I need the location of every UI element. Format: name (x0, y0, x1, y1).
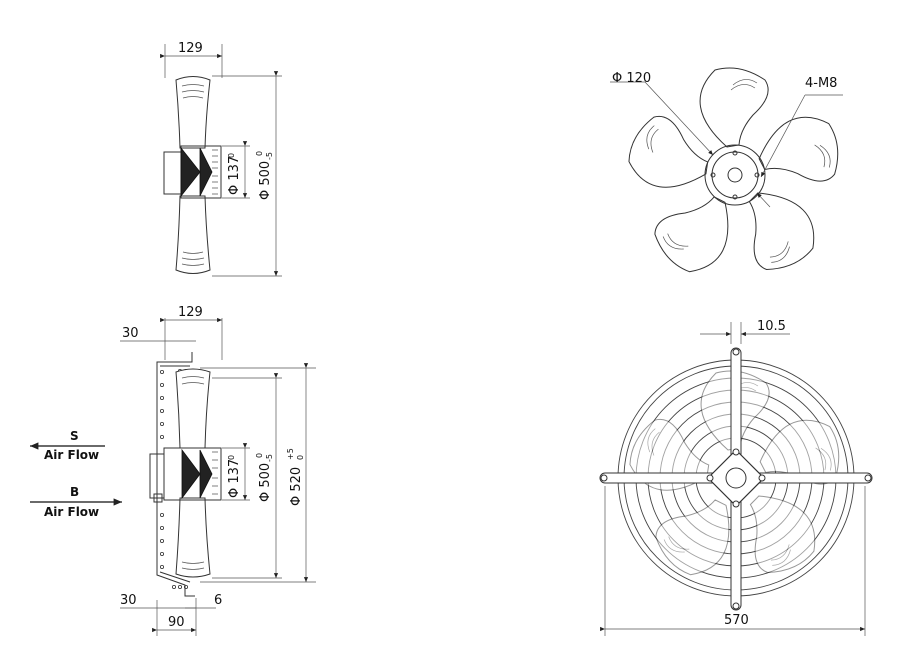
side-view-bottom (120, 317, 316, 636)
hub-shade-left (180, 146, 201, 198)
motor-cap (163, 151, 183, 195)
hub-outer (704, 144, 766, 206)
airflow-indicators (30, 442, 122, 506)
dim-slot: 10.5 (757, 319, 786, 334)
side-view-top (160, 44, 282, 277)
dim-bolt-circle: Φ 120 (612, 71, 651, 86)
dim-guard-tol-up: +5 (286, 448, 295, 460)
dim-lip: 6 (214, 593, 222, 608)
guard-frame (156, 352, 195, 597)
dim-width-bottom: 129 (178, 305, 203, 320)
dim-guard: Φ 520 (289, 467, 304, 506)
airflow-s-letter: S (70, 429, 79, 443)
dim-width-top: 129 (178, 41, 203, 56)
dim-guard-width: 570 (724, 613, 749, 628)
upper-blade (175, 76, 211, 149)
dim-guard-tol-dn: 0 (296, 455, 305, 460)
dim-blade-top: Φ 500 (258, 161, 273, 200)
dim-blade-tol-up-top: 0 (255, 151, 264, 156)
dim-hub-tol-bottom: 0 (227, 455, 236, 460)
dim-flange: 90 (168, 615, 185, 630)
airflow-s-label: Air Flow (44, 448, 99, 462)
dim-hub-bottom: Φ 137 (227, 459, 242, 498)
dim-bolts: 4-M8 (805, 76, 837, 91)
airflow-b-label: Air Flow (44, 505, 99, 519)
shaft (727, 167, 743, 183)
dim-offset-bottom: 30 (120, 593, 137, 608)
airflow-b-letter: B (70, 485, 79, 499)
dim-blade-bottom: Φ 500 (258, 463, 273, 502)
dim-blade-tol-dn-top: -5 (265, 152, 274, 160)
front-view-guard (599, 322, 873, 636)
lower-blade (175, 195, 211, 274)
dim-hub-tol-top: 0 (227, 153, 236, 158)
dim-hub-top: Φ 137 (227, 156, 242, 195)
dim-blade-tol-dn-bottom: -5 (265, 454, 274, 462)
dim-blade-tol-up-bottom: 0 (255, 453, 264, 458)
front-view-blades (610, 67, 848, 283)
dim-offset-top: 30 (122, 326, 139, 341)
